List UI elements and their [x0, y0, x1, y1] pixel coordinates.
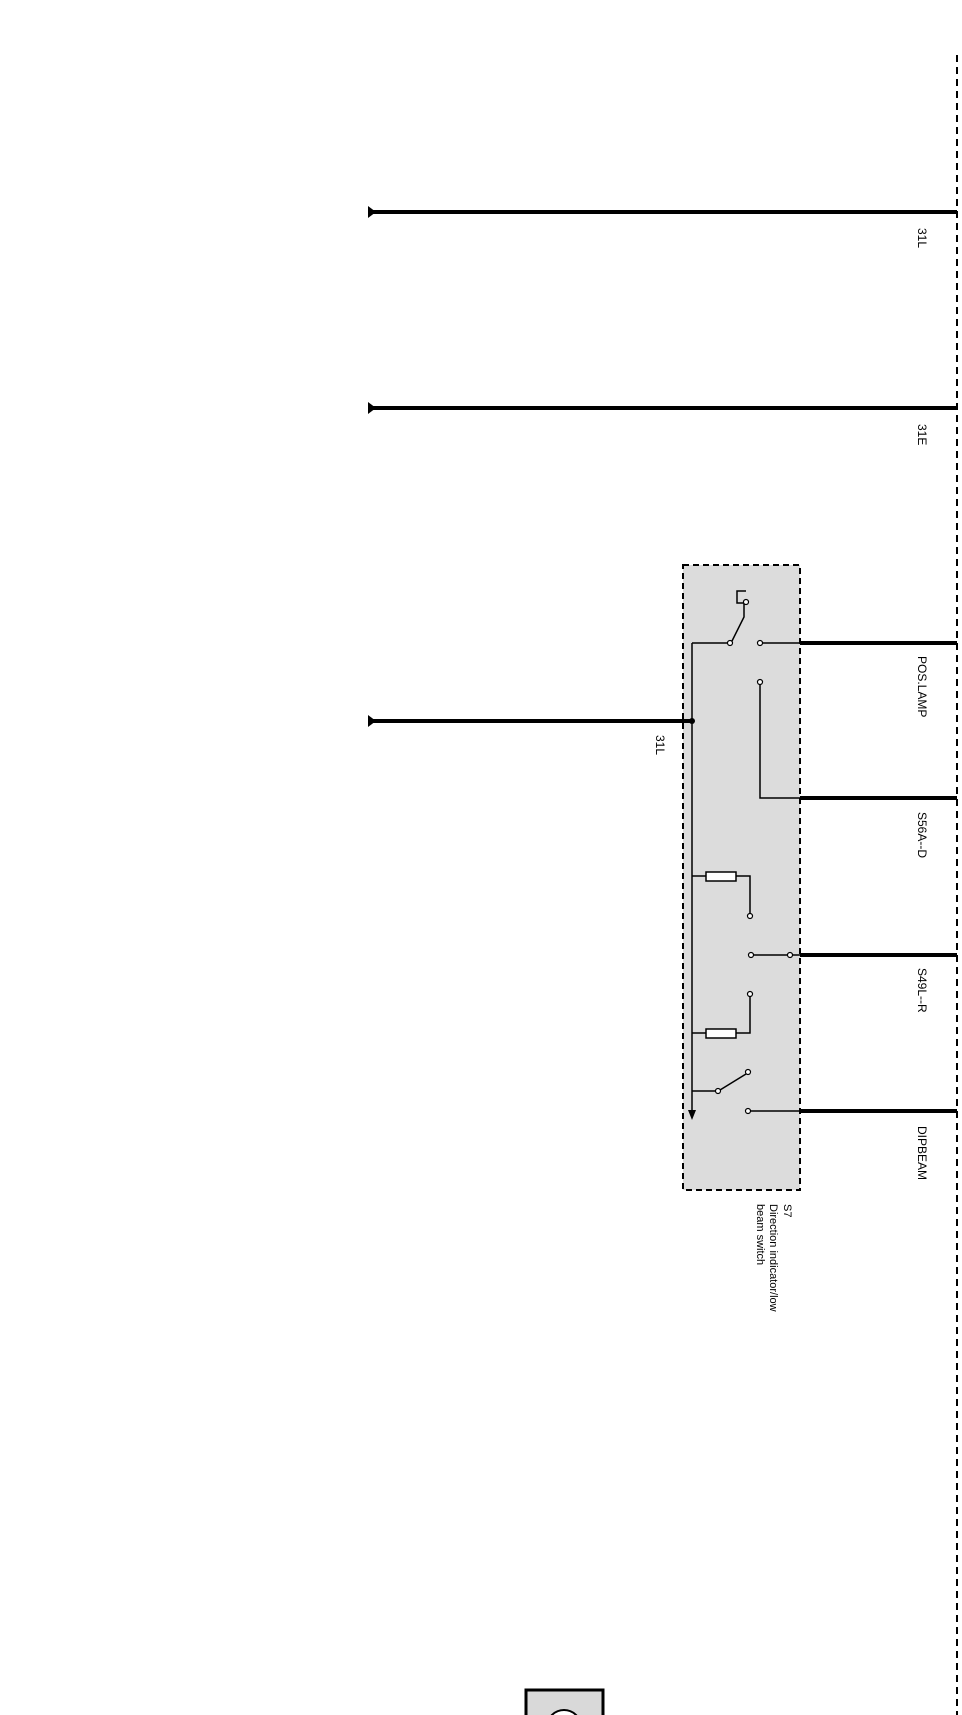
switch-name-line1: Direction indicator/low: [767, 1204, 779, 1312]
wire-label-s49l-r: S49L--R: [915, 968, 929, 1013]
resistor: [705, 1028, 737, 1039]
switch-code: S7: [781, 1204, 793, 1217]
wire-lamp-bottom: [524, 1688, 605, 1715]
wire-s49l-r: S49L--R: [800, 953, 957, 1013]
bus-arrow: [688, 1110, 696, 1120]
switch-caption: S7 Direction indicator/low beam switch: [754, 1204, 793, 1312]
ground-terminal-arrow: [368, 715, 376, 727]
wire-s56a-d: S56A--D: [800, 796, 957, 858]
wire-label-dipbeam: DIPBEAM: [915, 1126, 929, 1180]
lamp-icon: [550, 1709, 578, 1715]
wire-31l-top: 31L: [368, 206, 957, 248]
lamp-housing: [524, 1688, 605, 1715]
wire-label-31l-top: 31L: [915, 228, 929, 248]
wire-label-31e: 31E: [915, 424, 929, 445]
wire-label-s56a-d: S56A--D: [915, 812, 929, 858]
wire-31e: 31E: [368, 402, 957, 445]
switch-s7-component: [682, 564, 801, 1191]
resistor: [705, 871, 737, 882]
switch-name-line2: beam switch: [754, 1204, 766, 1265]
wire-dipbeam: DIPBEAM: [800, 1109, 957, 1180]
wire-31l-switch: 31L: [368, 715, 692, 755]
switch-s7-box: [682, 564, 801, 1191]
wire-label-pos-lamp: POS.LAMP: [915, 656, 929, 717]
wire-label-31l-switch: 31L: [653, 735, 667, 755]
wire-pos-lamp: POS.LAMP: [800, 641, 957, 717]
ground-terminal-arrow: [368, 206, 376, 218]
ground-terminal-arrow: [368, 402, 376, 414]
